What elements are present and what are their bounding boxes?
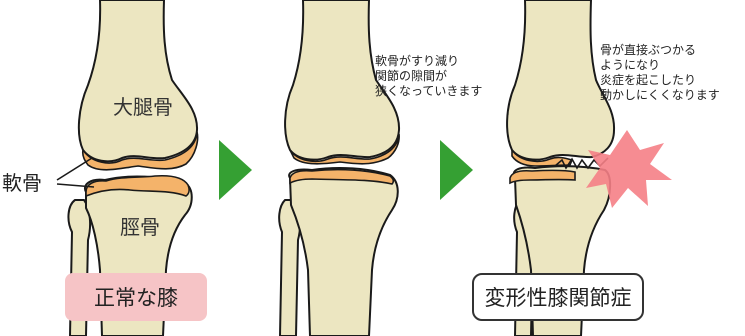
- femur-3: [507, 0, 614, 160]
- femur-1: [79, 0, 197, 161]
- cartilage-leader-upper: [57, 158, 92, 180]
- arrow-right-1: [219, 140, 252, 200]
- note-bone-contact: 骨が直接ぶつかる ようになり 炎症を起こしたり 動かしにくくなります: [600, 43, 720, 103]
- arrow-right-2: [440, 140, 473, 200]
- narrowing-knee: [279, 0, 399, 336]
- cartilage-label: 軟骨: [2, 171, 42, 195]
- caption-knee-osteoarthritis: 変形性膝関節症: [472, 273, 644, 321]
- tibia-label: 脛骨: [120, 215, 160, 239]
- note-narrowing: 軟骨がすり減り 関節の隙間が 狭くなっていきます: [375, 54, 482, 99]
- tibia-2: [289, 168, 398, 336]
- caption-normal-knee: 正常な膝: [65, 273, 207, 321]
- femur-label: 大腿骨: [113, 95, 173, 119]
